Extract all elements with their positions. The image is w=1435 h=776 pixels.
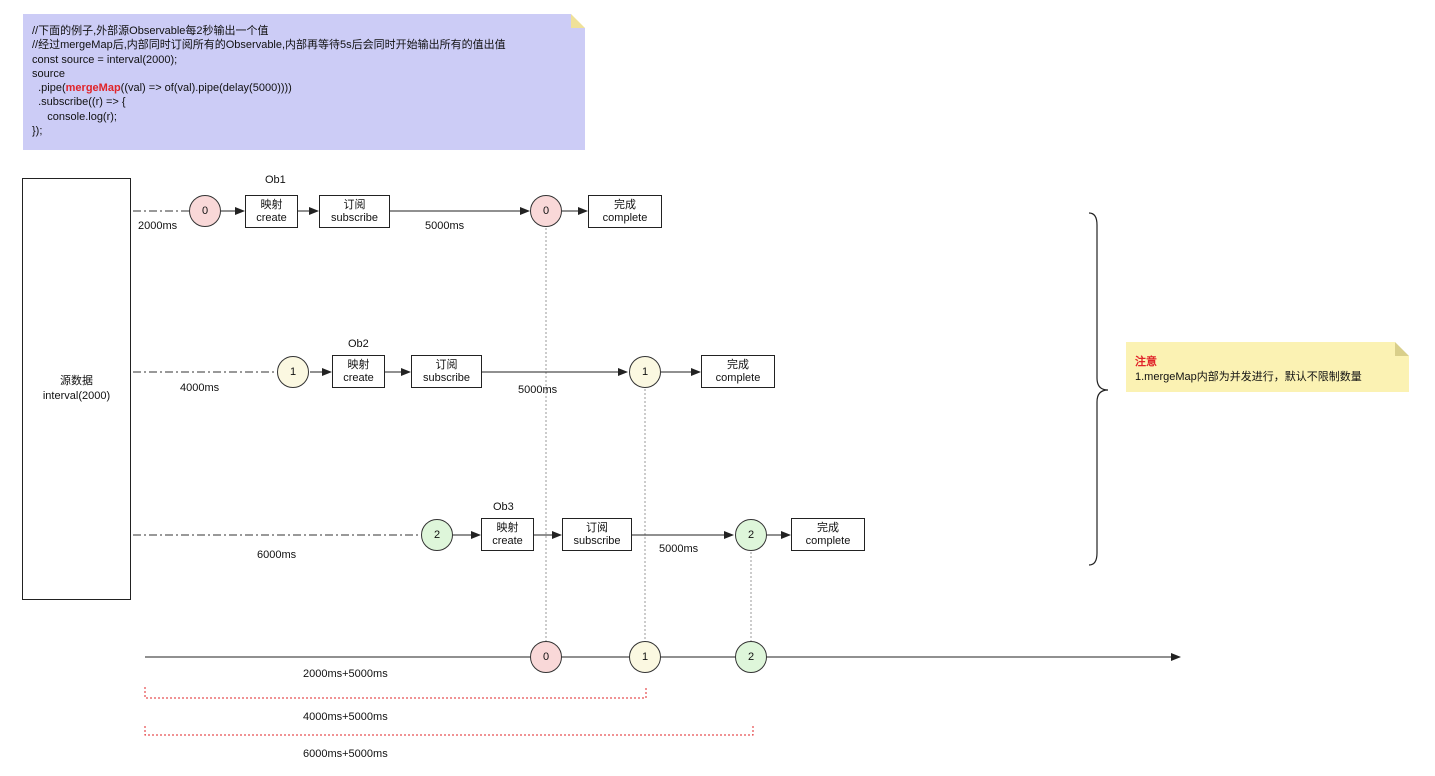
code-line: .subscribe((r) => { <box>32 96 126 109</box>
code-line: console.log(r); <box>32 110 117 123</box>
row3-complete-en: complete <box>805 534 851 547</box>
row2-create-en: create <box>343 371 374 384</box>
source-box: 源数据 interval(2000) <box>22 178 131 600</box>
row3-ob-label: Ob3 <box>493 501 514 513</box>
row1-value: 0 <box>201 205 209 217</box>
row2-interval-label: 4000ms <box>180 382 220 394</box>
row1-value-circle: 0 <box>189 195 221 227</box>
span-bracket-1 <box>144 687 647 699</box>
curly-brace <box>1088 212 1109 566</box>
row2-subscribe-cn: 订阅 <box>435 358 458 371</box>
tip-title: 注意 <box>1135 356 1157 368</box>
row3-subscribe-cn: 订阅 <box>586 521 608 534</box>
source-title: 源数据 <box>60 375 93 387</box>
tip-note: 注意 1.mergeMap内部为并发进行，默认不限制数量 <box>1126 342 1409 392</box>
note-fold-corner <box>1395 342 1409 356</box>
code-line: //下面的例子,外部源Observable每2秒输出一个值 <box>32 25 269 37</box>
code-note: //下面的例子,外部源Observable每2秒输出一个值 //经过mergeMa… <box>23 14 585 150</box>
row3-create-cn: 映射 <box>496 521 519 534</box>
row3-create-en: create <box>492 534 523 547</box>
output-circle-0: 0 <box>530 641 562 673</box>
row1-delay-label: 5000ms <box>425 220 465 232</box>
row2-value: 1 <box>289 366 297 378</box>
output-value-1: 1 <box>641 651 649 663</box>
code-line-pre: .pipe( <box>32 82 66 95</box>
row2-value-circle: 1 <box>277 356 309 388</box>
row1-create-cn: 映射 <box>260 198 283 211</box>
row1-emit-circle: 0 <box>530 195 562 227</box>
row2-delay-label: 5000ms <box>518 384 558 396</box>
row3-emit-circle: 2 <box>735 519 767 551</box>
row1-subscribe-cn: 订阅 <box>343 198 366 211</box>
row2-complete-en: complete <box>715 371 761 384</box>
code-block: //下面的例子,外部源Observable每2秒输出一个值 //经过mergeMa… <box>32 24 506 138</box>
row3-emit-value: 2 <box>747 529 755 541</box>
note-fold-corner <box>571 14 585 28</box>
code-line-post: ((val) => of(val).pipe(delay(5000)))) <box>120 82 292 95</box>
output-circle-1: 1 <box>629 641 661 673</box>
row1-subscribe-box: 订阅 subscribe <box>319 195 390 228</box>
span-label-1: 2000ms+5000ms <box>303 668 388 680</box>
row2-subscribe-en: subscribe <box>422 371 471 384</box>
row1-interval-label: 2000ms <box>138 220 178 232</box>
row3-subscribe-box: 订阅 subscribe <box>562 518 632 551</box>
row1-subscribe-en: subscribe <box>330 211 379 224</box>
row2-subscribe-box: 订阅 subscribe <box>411 355 482 388</box>
row1-create-en: create <box>256 211 287 224</box>
row2-ob-label: Ob2 <box>348 338 369 350</box>
row2-emit-value: 1 <box>641 366 649 378</box>
output-value-0: 0 <box>542 651 550 663</box>
row3-value: 2 <box>433 529 441 541</box>
row3-complete-cn: 完成 <box>817 521 839 534</box>
row3-interval-label: 6000ms <box>257 549 297 561</box>
row3-delay-label: 5000ms <box>659 543 699 555</box>
code-line: source <box>32 67 66 80</box>
source-interval: interval(2000) <box>42 390 111 402</box>
row1-complete-cn: 完成 <box>614 198 636 211</box>
code-line: .pipe(mergeMap((val) => of(val).pipe(del… <box>32 81 506 95</box>
code-line: }); <box>32 125 43 138</box>
row1-complete-en: complete <box>602 211 648 224</box>
row1-ob-label: Ob1 <box>265 174 286 186</box>
span-label-3: 6000ms+5000ms <box>303 748 388 760</box>
row3-complete-box: 完成 complete <box>791 518 865 551</box>
row1-emit-value: 0 <box>542 205 550 217</box>
row2-emit-circle: 1 <box>629 356 661 388</box>
code-line: //经过mergeMap后,内部同时订阅所有的Observable,内部再等待5… <box>32 39 506 52</box>
row1-create-box: 映射 create <box>245 195 298 228</box>
output-circle-2: 2 <box>735 641 767 673</box>
row2-create-cn: 映射 <box>347 358 370 371</box>
row2-complete-box: 完成 complete <box>701 355 775 388</box>
row1-complete-box: 完成 complete <box>588 195 662 228</box>
row3-subscribe-en: subscribe <box>573 534 621 547</box>
row3-create-box: 映射 create <box>481 518 534 551</box>
row2-create-box: 映射 create <box>332 355 385 388</box>
code-line: const source = interval(2000); <box>32 53 178 66</box>
row2-complete-cn: 完成 <box>727 358 749 371</box>
code-highlight-mergemap: mergeMap <box>65 82 121 95</box>
row3-value-circle: 2 <box>421 519 453 551</box>
span-bracket-2 <box>144 726 754 736</box>
output-value-2: 2 <box>747 651 755 663</box>
span-label-2: 4000ms+5000ms <box>303 711 388 723</box>
tip-body: 1.mergeMap内部为并发进行，默认不限制数量 <box>1135 371 1362 383</box>
